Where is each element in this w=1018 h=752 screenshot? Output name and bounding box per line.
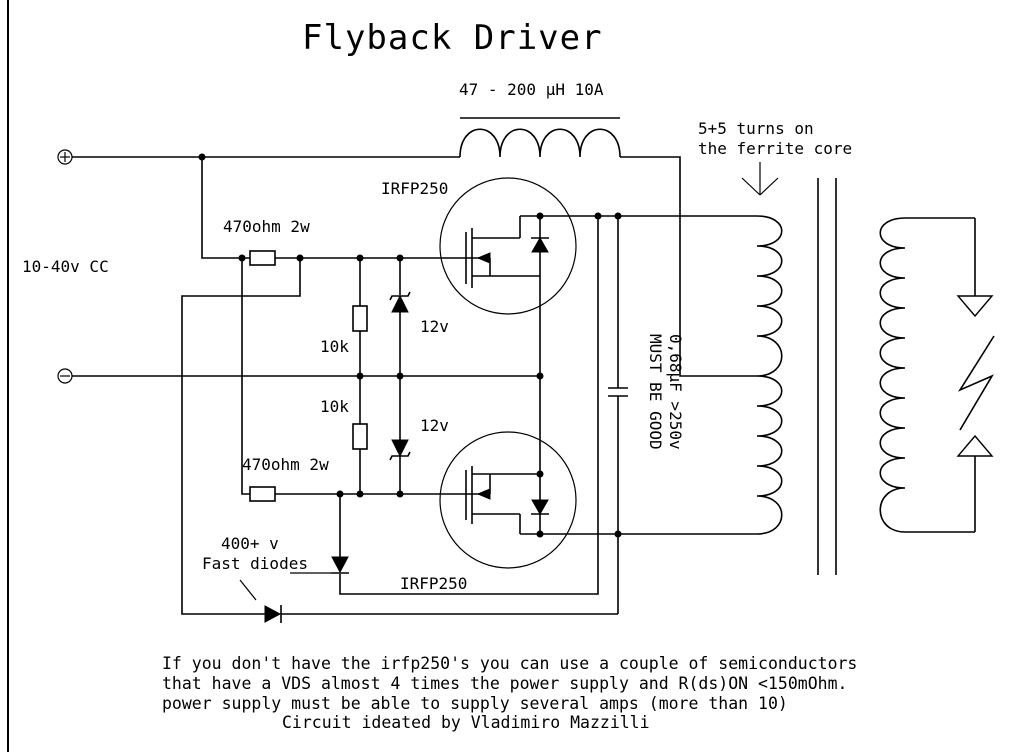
capacitor-label-line1: 0,68µF >250v	[666, 334, 685, 450]
capacitor-label-line2: MUST BE GOOD	[646, 334, 665, 450]
cross-wire	[241, 258, 250, 495]
feed-wire-top	[201, 157, 250, 259]
resistor-10k-bottom-label: 10k	[320, 397, 349, 416]
note-line-2: that have a VDS almost 4 times the power…	[162, 674, 847, 693]
note-line-3: power supply must be able to supply seve…	[162, 694, 788, 713]
diagram-title: Flyback Driver	[302, 18, 603, 58]
mosfet-bottom	[439, 376, 577, 569]
turns-arrow-icon	[741, 162, 779, 196]
diode-bottom-icon	[331, 556, 349, 574]
inductor-coil	[459, 117, 621, 158]
turns-label-line1: 5+5 turns on	[698, 119, 814, 138]
turns-label-line2: the ferrite core	[698, 139, 852, 158]
diodes-label-line2: Fast diodes	[202, 554, 308, 573]
zener-bottom-label: 12v	[420, 416, 449, 435]
zener-top-label: 12v	[420, 317, 449, 336]
diode-feed-wire-top	[181, 258, 301, 615]
transformer-primary	[756, 215, 783, 535]
resistor-10k-top-label: 10k	[320, 337, 349, 356]
resistor-470-top-label: 470ohm 2w	[223, 217, 310, 236]
diode-label-pointer	[239, 579, 257, 601]
center-tap-wire	[620, 156, 757, 377]
inductor-label: 47 - 200 µH 10A	[459, 80, 604, 99]
supply-label: 10-40v CC	[22, 257, 109, 276]
mosfet-top	[439, 177, 577, 315]
resistor-470-bottom-label: 470ohm 2w	[242, 455, 329, 474]
spark-gap-icon	[956, 295, 995, 457]
diodes-label-line1: 400+ v	[221, 534, 279, 553]
plus-terminal-icon	[57, 149, 73, 165]
note-line-1: If you don't have the irfp250's you can …	[162, 654, 857, 673]
diode-return-wire	[339, 216, 599, 595]
capacitor	[608, 216, 628, 614]
mosfet-bottom-label: IRFP250	[400, 574, 467, 593]
transformer-secondary	[879, 217, 976, 533]
mosfet-top-label: IRFP250	[381, 179, 448, 198]
note-line-4: Circuit ideated by Vladimiro Mazzilli	[282, 713, 650, 732]
